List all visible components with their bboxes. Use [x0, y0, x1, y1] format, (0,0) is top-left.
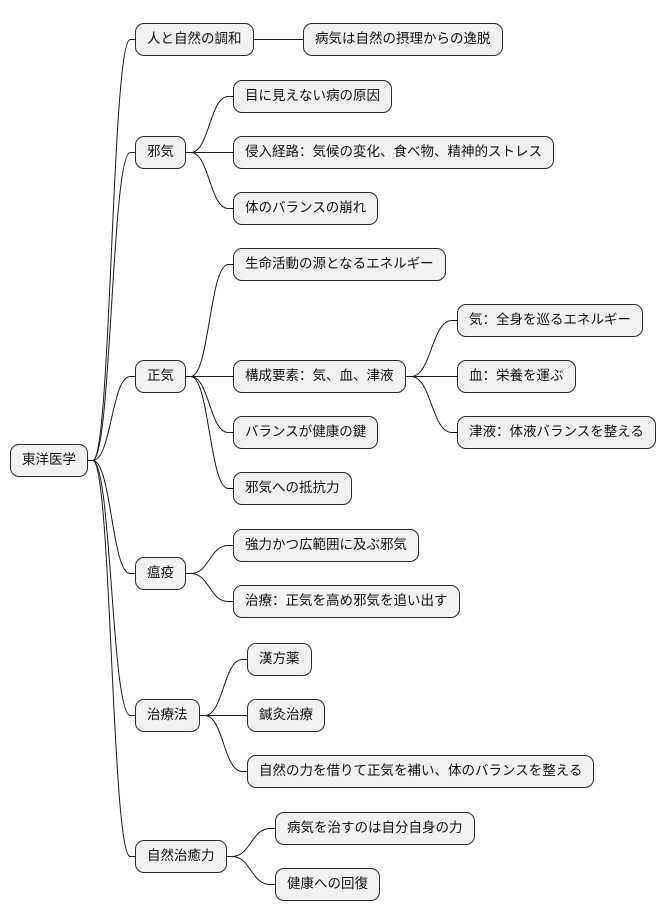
link-healing-to-healing-1	[227, 828, 275, 857]
node-therapy-2: 鍼灸治療	[247, 699, 325, 732]
node-healing-1: 病気を治すのは自分自身の力	[275, 812, 475, 845]
node-seiki-2-2: 血：栄養を運ぶ	[457, 360, 576, 393]
node-jaki-1: 目に見えない病の原因	[233, 80, 392, 113]
node-root: 東洋医学	[10, 444, 88, 477]
link-therapy-to-therapy-3	[200, 715, 247, 772]
node-healing-2: 健康への回復	[275, 868, 380, 901]
node-seiki-4: 邪気への抵抗力	[233, 472, 352, 505]
node-therapy: 治療法	[135, 699, 200, 732]
node-jaki-3: 体のバランスの崩れ	[233, 192, 379, 225]
link-root-to-harmony	[88, 39, 135, 461]
link-seiki-2-to-seiki-2-1	[406, 320, 457, 377]
node-healing: 自然治癒力	[135, 840, 227, 873]
link-root-to-seiki	[88, 376, 135, 461]
link-root-to-therapy	[88, 460, 135, 716]
node-therapy-1: 漢方薬	[247, 643, 312, 676]
node-therapy-3: 自然の力を借りて正気を補い、体のバランスを整える	[247, 755, 595, 788]
node-jaki: 邪気	[135, 136, 186, 169]
node-seiki-2: 構成要素：気、血、津液	[233, 360, 406, 393]
link-root-to-healing	[88, 460, 135, 857]
node-ekireki-1: 強力かつ広範囲に及ぶ邪気	[233, 529, 419, 562]
link-seiki-to-seiki-4	[186, 376, 233, 489]
node-ekireki: 瘟疫	[135, 557, 186, 590]
link-jaki-to-jaki-1	[186, 96, 233, 153]
node-seiki-3: バランスが健康の鍵	[233, 416, 379, 449]
link-root-to-jaki	[88, 152, 135, 461]
link-therapy-to-therapy-1	[200, 659, 247, 716]
node-jaki-2: 侵入経路：気候の変化、食べ物、精神的ストレス	[233, 136, 554, 169]
node-seiki-2-3: 津液：体液バランスを整える	[457, 416, 656, 449]
link-root-to-ekireki	[88, 460, 135, 574]
link-ekireki-to-ekireki-1	[186, 545, 233, 574]
node-seiki: 正気	[135, 360, 186, 393]
link-healing-to-healing-2	[227, 856, 275, 885]
node-ekireki-2: 治療：正気を高め邪気を追い出す	[233, 585, 460, 618]
link-seiki-2-to-seiki-2-3	[406, 376, 457, 433]
link-seiki-to-seiki-3	[186, 376, 233, 433]
link-jaki-to-jaki-3	[186, 152, 233, 209]
node-harmony: 人と自然の調和	[135, 23, 254, 56]
link-seiki-to-seiki-1	[186, 264, 233, 377]
node-seiki-2-1: 気：全身を巡るエネルギー	[457, 304, 643, 337]
link-ekireki-to-ekireki-2	[186, 573, 233, 602]
node-seiki-1: 生命活動の源となるエネルギー	[233, 248, 446, 281]
node-harmony-1: 病気は自然の摂理からの逸脱	[303, 23, 503, 56]
